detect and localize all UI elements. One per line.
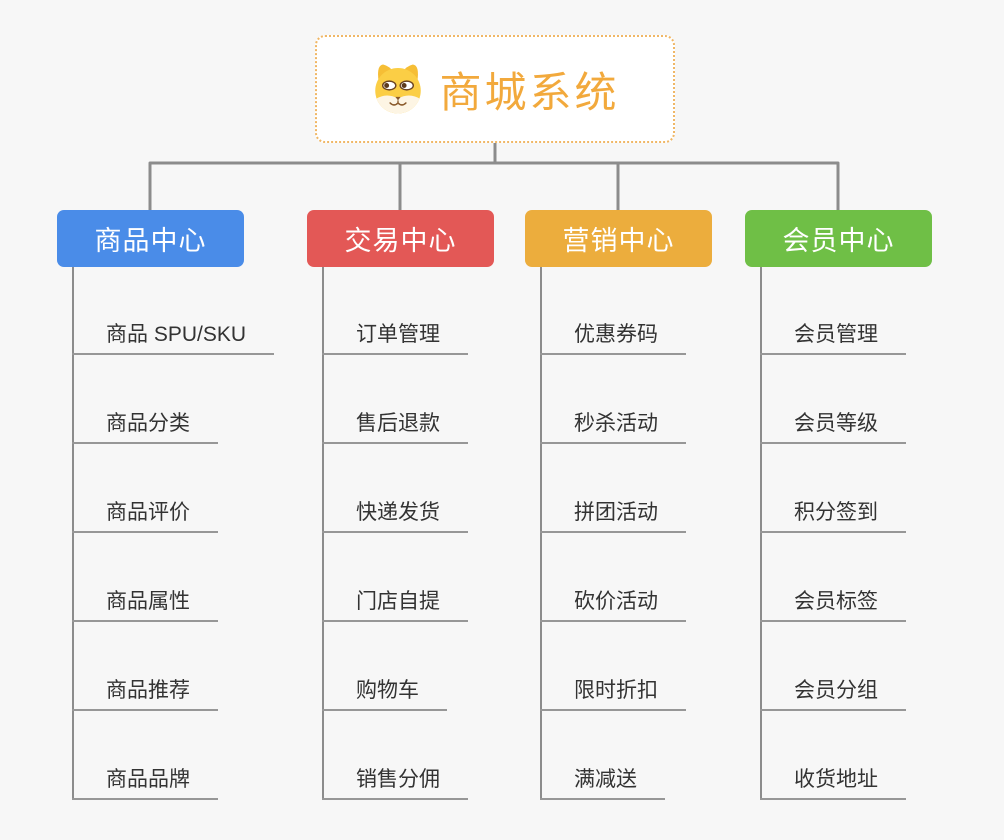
leaf-item[interactable]: 砍价活动 <box>540 584 686 622</box>
root-title: 商城系统 <box>439 68 620 116</box>
leaf-item[interactable]: 限时折扣 <box>540 673 686 711</box>
leaf-item[interactable]: 优惠券码 <box>540 317 686 355</box>
branch-node-3[interactable]: 营销中心 <box>525 210 712 267</box>
branch-node-1[interactable]: 商品中心 <box>57 210 244 267</box>
trunk-line <box>540 267 542 800</box>
leaf-item[interactable]: 商品属性 <box>72 584 218 622</box>
leaf-item[interactable]: 积分签到 <box>760 495 906 533</box>
leaf-item[interactable]: 会员标签 <box>760 584 906 622</box>
leaf-item[interactable]: 售后退款 <box>322 406 468 444</box>
leaf-item[interactable]: 销售分佣 <box>322 762 468 800</box>
leaf-item[interactable]: 商品分类 <box>72 406 218 444</box>
leaf-item[interactable]: 商品推荐 <box>72 673 218 711</box>
leaf-item[interactable]: 会员管理 <box>760 317 906 355</box>
leaf-item[interactable]: 订单管理 <box>322 317 468 355</box>
leaf-item[interactable]: 会员分组 <box>760 673 906 711</box>
leaf-item[interactable]: 商品评价 <box>72 495 218 533</box>
dog-icon <box>370 61 426 117</box>
leaf-item[interactable]: 商品 SPU/SKU <box>72 317 275 355</box>
branch-label: 交易中心 <box>344 226 457 256</box>
leaf-item[interactable]: 快递发货 <box>322 495 468 533</box>
trunk-line <box>760 267 762 800</box>
leaf-item[interactable]: 拼团活动 <box>540 495 686 533</box>
leaf-item[interactable]: 门店自提 <box>322 584 468 622</box>
trunk-line <box>322 267 324 800</box>
branch-label: 商品中心 <box>94 226 207 256</box>
leaf-item[interactable]: 收货地址 <box>760 762 906 800</box>
branch-label: 会员中心 <box>782 226 895 256</box>
branch-node-4[interactable]: 会员中心 <box>745 210 932 267</box>
trunk-line <box>72 267 74 800</box>
leaf-item[interactable]: 满减送 <box>540 762 665 800</box>
root-node[interactable]: 商城系统 <box>315 35 675 143</box>
leaf-item[interactable]: 商品品牌 <box>72 762 218 800</box>
leaf-item[interactable]: 购物车 <box>322 673 447 711</box>
branch-label: 营销中心 <box>562 226 675 256</box>
leaf-item[interactable]: 秒杀活动 <box>540 406 686 444</box>
branch-node-2[interactable]: 交易中心 <box>307 210 494 267</box>
leaf-item[interactable]: 会员等级 <box>760 406 906 444</box>
